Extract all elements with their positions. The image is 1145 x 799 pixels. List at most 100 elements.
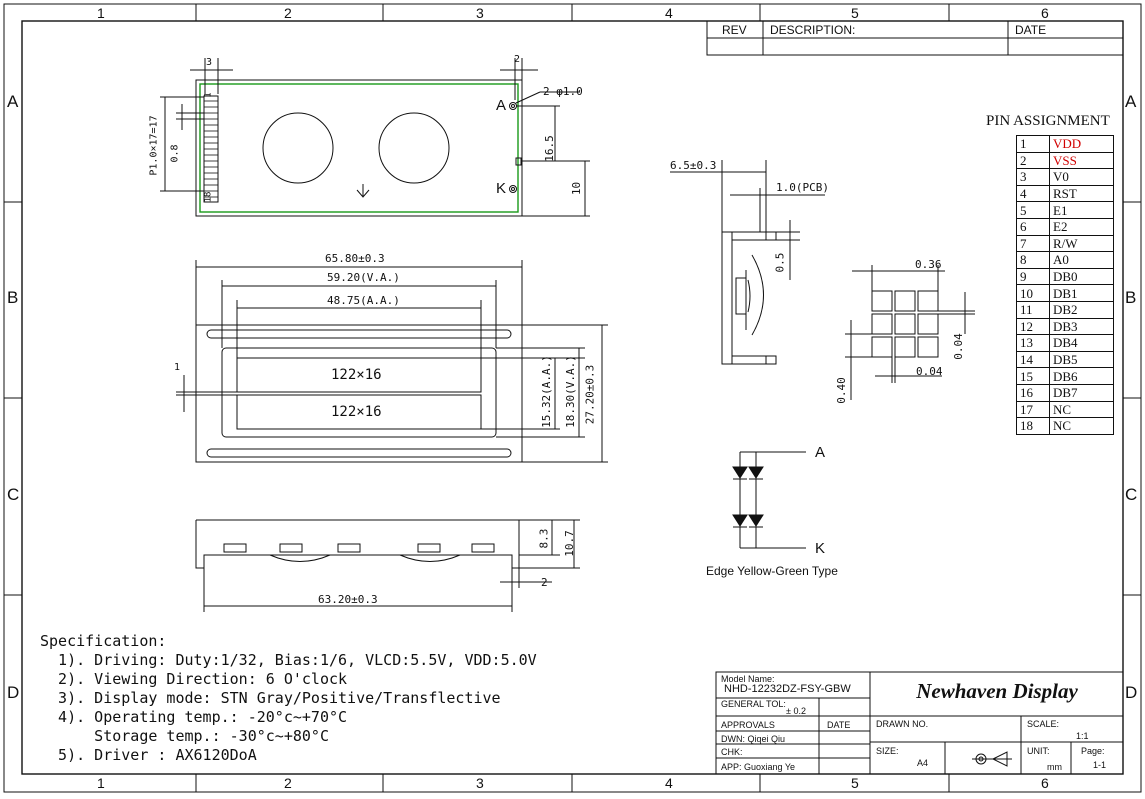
approved-by: APP: Guoxiang Ye (721, 762, 796, 772)
pin-signal: DB1 (1049, 284, 1114, 302)
aa-width: 48.75(A.A.) (327, 294, 400, 307)
size-value: A4 (917, 758, 929, 768)
pin-signal: DB2 (1049, 300, 1114, 319)
hole-label: 2-φ1.0 (543, 85, 583, 98)
col-2: 2 (284, 5, 292, 21)
cathode-label: K (496, 180, 507, 197)
pin-signal: A0 (1049, 251, 1114, 269)
col-6: 6 (1041, 5, 1049, 21)
col-2-bottom: 2 (284, 775, 292, 791)
pin-signal: E1 (1049, 201, 1114, 219)
col-1-bottom: 1 (97, 775, 105, 791)
pin-signal: E2 (1049, 217, 1114, 236)
anode-label: A (496, 97, 507, 114)
pin-signal: DB0 (1049, 267, 1114, 286)
pin-number: 9 (1016, 267, 1050, 286)
spec-line: 3). Display mode: STN Gray/Positive/Tran… (40, 689, 501, 707)
dot-grid (871, 290, 939, 358)
pin-number: 16 (1016, 383, 1050, 402)
pin-signal: R/W (1049, 234, 1114, 253)
pin-number: 3 (1016, 168, 1050, 186)
col-3: 3 (476, 5, 484, 21)
dim-10: 10 (570, 181, 584, 196)
spec-line: Storage temp.: -30°c~+80°C (40, 727, 329, 745)
overall-height: 27.20±0.3 (583, 364, 597, 425)
pin-signal: VSS (1049, 151, 1114, 170)
col-5: 5 (851, 5, 859, 21)
row-a-right: A (1125, 92, 1137, 111)
col-1: 1 (97, 5, 105, 21)
active-line-1 (236, 357, 482, 393)
row-d-right: D (1125, 683, 1138, 702)
model-name: NHD-12232DZ-FSY-GBW (724, 683, 851, 695)
overall-width: 65.80±0.3 (325, 252, 385, 265)
dot-dim-left: 0.40 (834, 377, 848, 404)
drawn-no-label: DRAWN NO. (876, 719, 929, 729)
row-b: B (7, 288, 19, 307)
va-height: 18.30(V.A.) (563, 355, 577, 428)
spec-line: 4). Operating temp.: -20°c~+70°C (40, 708, 348, 726)
dot-dim-top: 0.36 (915, 258, 942, 271)
general-tol-label: GENERAL TOL: (721, 699, 786, 709)
unit-label: UNIT: (1027, 746, 1050, 756)
pin-signal: DB5 (1049, 350, 1114, 369)
row-b-right: B (1125, 288, 1137, 307)
date-header: DATE (1015, 23, 1047, 37)
pin-number: 6 (1016, 217, 1050, 236)
approvals-label: APPROVALS (721, 720, 775, 730)
spec-line: 5). Driver : AX6120DoA (40, 746, 257, 764)
description-header: DESCRIPTION: (770, 23, 856, 37)
pin-signal: V0 (1049, 168, 1114, 186)
row-c-right: C (1125, 485, 1138, 504)
pin-signal: DB3 (1049, 317, 1114, 336)
height-8-3: 8.3 (537, 528, 551, 549)
pin-number: 2 (1016, 151, 1050, 170)
pin-signal: DB7 (1049, 383, 1114, 402)
module-outline (195, 79, 523, 217)
height-10-7: 10.7 (562, 530, 576, 557)
model-label: Model Name: (721, 674, 775, 684)
pin-number: 14 (1016, 350, 1050, 369)
led-anode: A (815, 444, 826, 461)
pin-signal: NC (1049, 400, 1114, 419)
approvals-date-label: DATE (827, 720, 851, 730)
led-cathode: K (815, 540, 826, 557)
pin-signal: DB6 (1049, 367, 1114, 385)
dot-dim-bottom: 0.04 (916, 365, 943, 378)
checked-by: CHK: (721, 747, 743, 757)
pin-number: 13 (1016, 334, 1050, 352)
specification: Specification: 1). Driving: Duty:1/32, B… (40, 632, 537, 765)
pin-number: 1 (1016, 135, 1050, 153)
row-a: A (7, 92, 19, 111)
row-c: C (7, 485, 20, 504)
line-2-resolution: 122×16 (331, 404, 382, 420)
pin-18-label: 18 (203, 191, 214, 203)
pin-number: 18 (1016, 417, 1050, 435)
row-d: D (7, 683, 20, 702)
page-value: 1-1 (1093, 760, 1107, 770)
pin-number: 11 (1016, 300, 1050, 319)
pin-1-label: 1 (203, 92, 214, 98)
dim-2-side: 2 (541, 576, 548, 589)
spec-line: 2). Viewing Direction: 6 O'clock (40, 670, 348, 688)
pin-signal: VDD (1049, 135, 1114, 153)
col-4-bottom: 4 (665, 775, 673, 791)
front-outline (195, 324, 523, 463)
line-1-resolution: 122×16 (331, 367, 382, 383)
